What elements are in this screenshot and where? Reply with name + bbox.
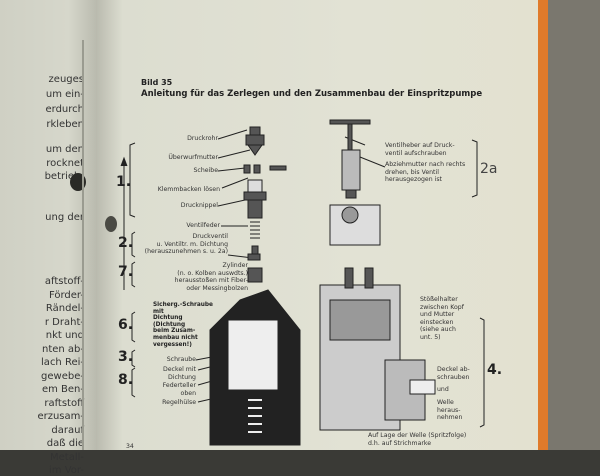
left-text-line: Metall- (50, 451, 84, 463)
label-deckel-2: Dichtung (167, 373, 196, 381)
figure-title: Anleitung für das Zerlegen und den Zusam… (141, 89, 483, 99)
label-line: einstecken (420, 318, 454, 326)
left-text-line: em Ben- (41, 384, 84, 395)
label-deckel: Deckel mit (162, 366, 196, 373)
page-number: 34 (126, 443, 134, 450)
label-klemmbacken: Klemmbacken lösen (157, 186, 220, 193)
punch-hole (105, 216, 117, 232)
left-text-line: im Vor- (49, 465, 84, 476)
label-zylinder-3: herausstoßen mit Fiber- (174, 277, 248, 284)
left-text-line: Rändel- (45, 303, 84, 314)
label-federteller-2: oben (180, 389, 196, 397)
label-welle-3: nehmen (437, 414, 463, 421)
label-line: (Dichtung (153, 321, 186, 328)
left-text-line: darauf (51, 424, 84, 436)
label-line: und Mutter (420, 311, 455, 318)
label-line: (siehe auch (420, 326, 456, 333)
exploded-pump-diagram (120, 119, 485, 446)
left-text-line: erzusam- (37, 411, 84, 422)
label-deckel-ab-2: schrauben (437, 373, 470, 381)
label-druckventil-2: u. Ventiltr. m. Dichtung (156, 240, 229, 248)
left-text-line: lach Rei- (41, 357, 84, 368)
left-text-line: nten ab- (41, 343, 84, 355)
caption-bottom: Auf Lage der Welle (Spritzfolge) (368, 432, 467, 439)
label-line: menbau nicht (153, 334, 198, 341)
page-gutter (82, 40, 84, 450)
pump-parts (209, 119, 436, 446)
step-4: 4. (487, 362, 503, 378)
label-schraube: Schraube (166, 356, 196, 363)
step-1: 1. (116, 174, 132, 190)
left-text-line: rkleben (46, 119, 84, 130)
step-7: 7. (118, 264, 134, 280)
left-text-line: aftstoff- (44, 276, 84, 287)
label-ventilfeder: Ventilfeder (186, 222, 220, 229)
label-ueberwurfmutter: Überwurfmutter (168, 154, 218, 161)
label-line: beim Zusam- (153, 328, 196, 335)
left-text-line: gewebe- (41, 370, 84, 382)
label-abziehmutter-2: drehen, bis Ventil (385, 168, 439, 176)
left-text-line: betrieb- (44, 171, 84, 182)
label-druckventil: Druckventil (192, 233, 228, 240)
left-text-line: um ein- (45, 89, 84, 100)
background (548, 0, 600, 450)
label-deckel-ab: Deckel ab- (437, 366, 470, 373)
left-text-line: Förder- (48, 289, 84, 301)
left-text-line: daß die (46, 438, 84, 449)
label-federteller: Federteller (162, 382, 196, 389)
label-line: Dichtung (153, 315, 183, 322)
label-scheibe: Scheibe (193, 167, 218, 174)
left-text-line: um den (45, 144, 84, 155)
label-und: und (437, 386, 449, 393)
orange-page-edge (538, 0, 548, 450)
left-text-line: raftstoff (44, 397, 84, 409)
right-page (96, 0, 540, 450)
label-line: zwischen Kopf (420, 303, 464, 311)
label-welle: Welle (437, 399, 454, 406)
label-abziehmutter-3: herausgezogen ist (385, 176, 442, 183)
left-text-line: zeuges (48, 74, 84, 85)
label-line: Sicherg.-Schraube (153, 302, 213, 308)
step-2: 2. (118, 235, 134, 251)
label-regelhuelse: Regelhülse (162, 399, 196, 406)
caption-bottom-2: d.h. auf Strichmarke (368, 439, 432, 447)
left-text-line: erdurch (45, 104, 84, 115)
step-8: 8. (118, 372, 134, 388)
left-text-line: ung der (45, 212, 84, 223)
label-line: unt. 5) (420, 333, 441, 341)
label-zylinder-4: oder Messingbolzen (186, 284, 248, 292)
label-druckrohr: Druckrohr (187, 135, 218, 142)
label-line: vergessen!) (153, 341, 192, 348)
label-drucknippel: Drucknippel (180, 202, 218, 209)
figure-label: Bild 35 (141, 78, 173, 87)
step-2a: 2a (480, 161, 498, 177)
label-line: Stößelhalter (420, 296, 458, 303)
step-6: 6. (118, 317, 134, 333)
label-ventilheber: Ventilheber auf Druck- (385, 142, 455, 149)
label-line: mit (153, 308, 164, 315)
label-zylinder-2: (n. o. Kolben auswdts.) (177, 269, 248, 277)
label-welle-2: heraus- (437, 406, 461, 414)
label-zylinder: Zylinder (222, 262, 248, 269)
left-text-line: rocknet (46, 157, 84, 169)
left-text-line: nkt und (45, 330, 84, 341)
left-text-line: r Draht- (44, 316, 84, 328)
label-abziehmutter: Abziehmutter nach rechts (385, 161, 466, 168)
step-3: 3. (118, 349, 134, 365)
label-ventilheber-2: ventil aufschrauben (385, 149, 447, 157)
label-druckventil-3: (herauszunehmen s. u. 2a) (144, 248, 228, 255)
